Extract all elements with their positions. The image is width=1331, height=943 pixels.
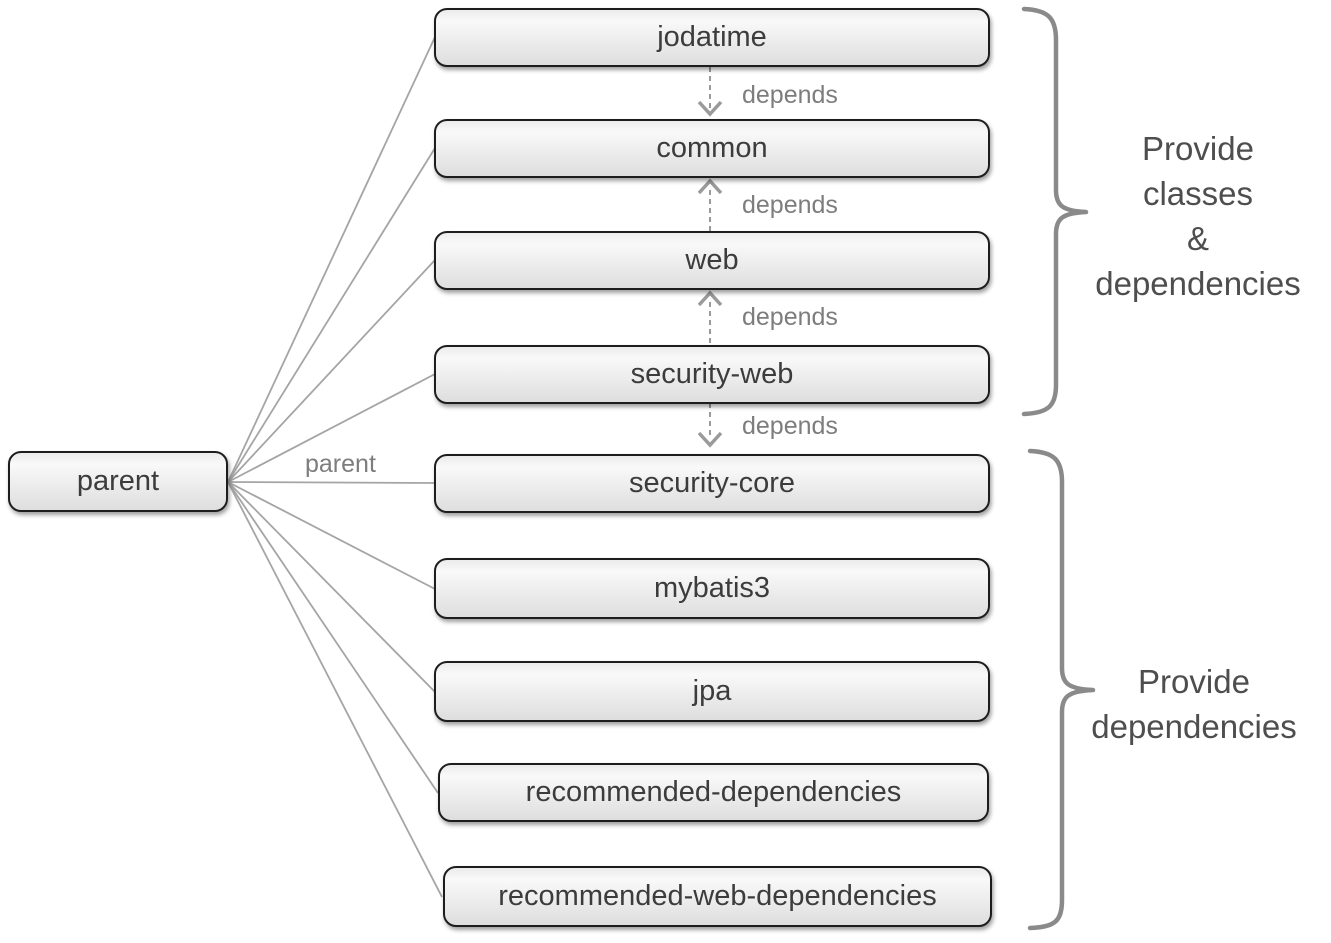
edge-label-depends-2: depends [742,191,838,219]
edge-label-parent: parent [305,450,376,478]
group-label-provide-dependencies: Provide dependencies [1091,663,1297,745]
node-web: web [434,231,990,290]
arrowhead-up-icon [697,290,723,307]
node-parent: parent [8,451,228,512]
node-label: jpa [692,675,732,707]
node-jpa: jpa [434,661,990,722]
parent-line-jodatime [227,36,436,483]
arrowhead-down-icon [697,100,723,117]
parent-line-security-web [227,373,436,483]
node-parent-label: parent [76,465,160,497]
depends-arrows [697,67,723,448]
group-braces [1021,6,1096,931]
parent-line-security-core [227,481,436,484]
arrowhead-up-icon [697,178,723,195]
brace-provide-dependencies [1027,448,1096,931]
parent-connector-lines [227,36,443,898]
node-recommended-dependencies: recommended-dependencies [438,763,989,822]
parent-line-mybatis3 [227,481,436,590]
node-mybatis3: mybatis3 [434,558,990,619]
parent-line-recommended-dependencies [227,481,439,794]
edge-label-depends-1: depends [742,81,838,109]
parent-line-jpa [227,481,436,693]
parent-line-recommended-web-dependencies [227,481,443,898]
group-label-provide-classes-and-dependencies: Provide classes & dependencies [1095,130,1301,302]
node-recommended-web-dependencies: recommended-web-dependencies [443,866,992,927]
arrowhead-down-icon [697,431,723,448]
node-label: common [656,132,768,164]
node-jodatime: jodatime [434,8,990,67]
node-security-web: security-web [434,345,990,404]
node-label: web [685,244,739,276]
node-label: security-web [630,358,794,390]
node-label: jodatime [657,21,767,53]
node-label: recommended-dependencies [525,776,902,808]
parent-line-web [227,259,436,483]
node-label: mybatis3 [653,572,771,604]
edge-label-depends-4: depends [742,412,838,440]
node-label: recommended-web-dependencies [498,880,937,912]
node-security-core: security-core [434,454,990,513]
edge-label-depends-3: depends [742,303,838,331]
node-common: common [434,119,990,178]
parent-line-common [227,147,436,483]
brace-provide-classes-and-dependencies [1021,6,1089,417]
node-label: security-core [629,467,795,499]
